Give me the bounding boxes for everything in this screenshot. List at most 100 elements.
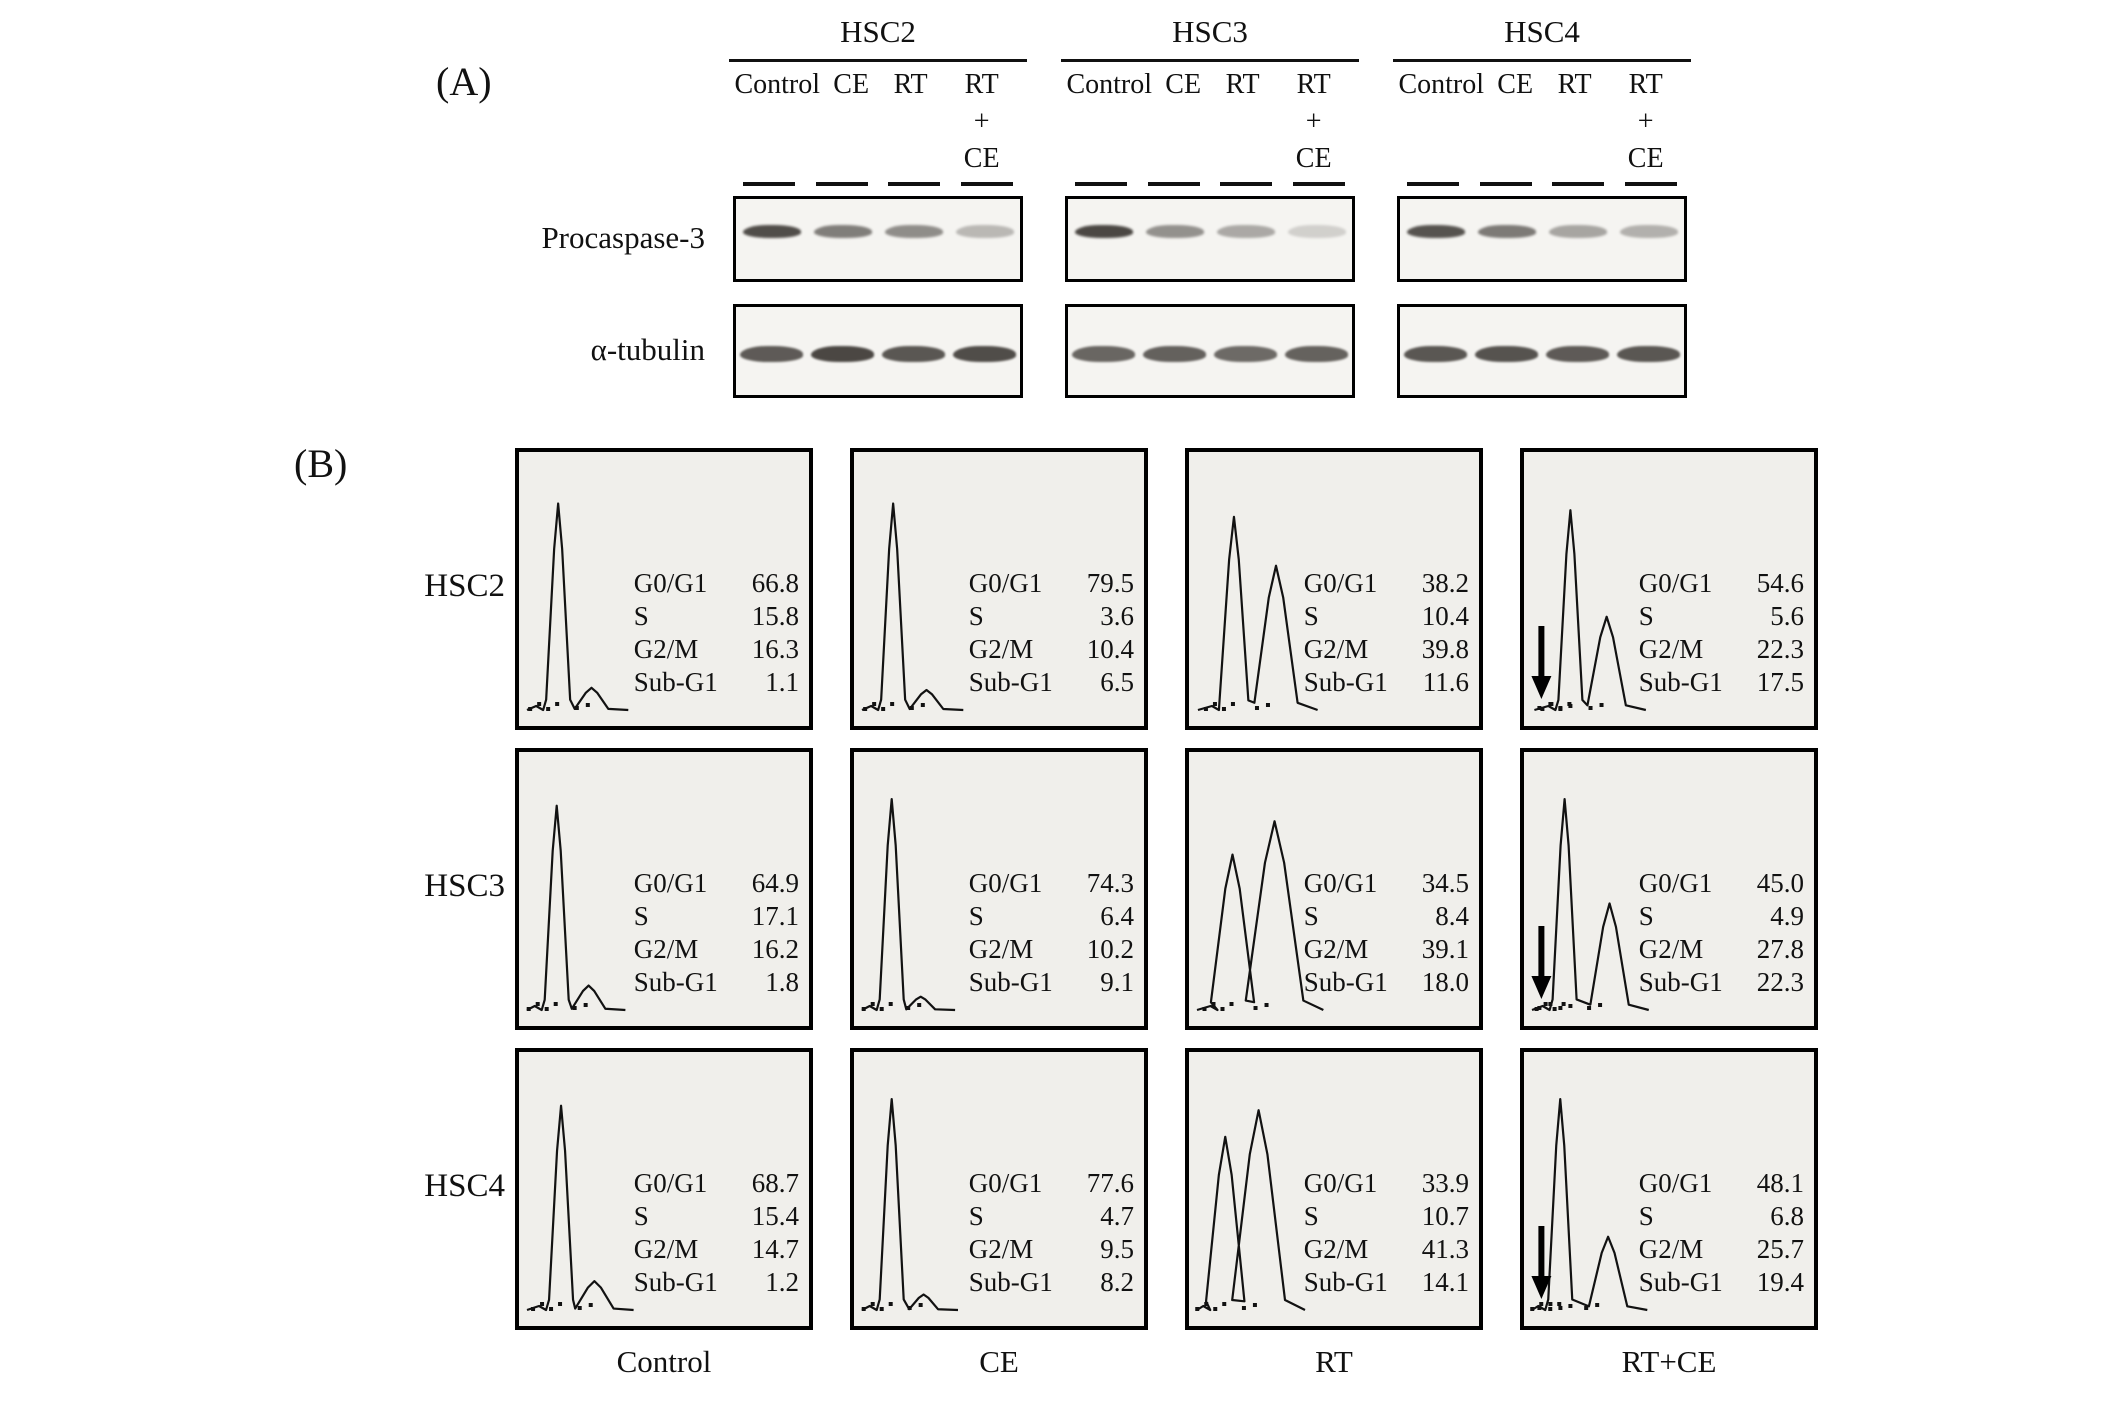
cell-line-underline [1061, 59, 1359, 62]
dna-histogram-trace [1531, 509, 1647, 712]
stat-line: Sub-G1 22.3 [1639, 966, 1804, 999]
stat-label: G0/G1 [1638, 1168, 1713, 1199]
tubulin-row-label: α-tubulin [590, 332, 705, 367]
panel-b-label: (B) [294, 441, 348, 486]
stat-value: 48.1 [1756, 1168, 1804, 1199]
protein-band [811, 346, 874, 362]
dna-histogram-trace [1195, 1109, 1306, 1312]
lane-label: Control [1398, 69, 1484, 100]
stat-label: Sub-G1 [1303, 667, 1388, 698]
stat-label: S [968, 1201, 984, 1232]
protein-band [955, 224, 1014, 238]
lane-label: RT [1557, 69, 1592, 100]
stat-line: G2/M 10.4 [969, 633, 1134, 666]
lane-label: RT+CE [1295, 69, 1332, 174]
lane-label: RT+CE [1627, 69, 1664, 174]
row-label-hsc3: HSC3 [424, 868, 505, 904]
condition-label-rt-ce: RT+CE [1621, 1344, 1717, 1379]
lane-dash [1552, 182, 1605, 186]
stat-value: 25.7 [1756, 1234, 1804, 1265]
stat-value: 8.2 [1100, 1267, 1134, 1298]
lane-dash [1292, 182, 1345, 186]
lane-dash [1624, 182, 1677, 186]
lane-dash [1220, 182, 1273, 186]
stat-value: 38.2 [1421, 568, 1469, 599]
stat-value: 1.8 [765, 967, 799, 998]
stat-label: Sub-G1 [1638, 667, 1723, 698]
stat-value: 16.3 [751, 634, 799, 665]
stat-label: Sub-G1 [633, 1267, 718, 1298]
stat-value: 68.7 [751, 1168, 799, 1199]
stat-label: Sub-G1 [1638, 967, 1723, 998]
tubulin-bands [1068, 307, 1352, 395]
cell-line-underline [1393, 59, 1691, 62]
stat-label: G2/M [1303, 934, 1369, 965]
condition-label-ce: CE [979, 1344, 1019, 1379]
stat-value: 79.5 [1086, 568, 1134, 599]
stat-value: 10.7 [1421, 1201, 1469, 1232]
dna-histogram-trace [526, 1104, 634, 1312]
stat-value: 16.2 [751, 934, 799, 965]
stat-label: S [1638, 601, 1654, 632]
stat-label: S [633, 1201, 649, 1232]
stat-value: 10.4 [1086, 634, 1134, 665]
procaspase-bands [1068, 199, 1352, 279]
lane-label: CE [833, 69, 870, 100]
stat-label: G2/M [968, 1234, 1034, 1265]
stat-label: G0/G1 [1638, 868, 1713, 899]
condition-label-rt: RT [1315, 1344, 1353, 1379]
stat-label: G2/M [1638, 1234, 1704, 1265]
lane-dash [1075, 182, 1128, 186]
dna-histogram-trace [861, 502, 964, 712]
stat-label: Sub-G1 [633, 667, 718, 698]
cell-line-underline [729, 59, 1027, 62]
stat-label: G0/G1 [968, 1168, 1043, 1199]
protein-band [1285, 346, 1348, 362]
stat-value: 22.3 [1756, 967, 1804, 998]
stat-label: Sub-G1 [968, 967, 1053, 998]
stat-value: 4.7 [1100, 1201, 1134, 1232]
protein-band [1074, 224, 1133, 238]
stat-value: 45.0 [1756, 868, 1804, 899]
lane-dash [1407, 182, 1460, 186]
stat-value: 34.5 [1421, 868, 1469, 899]
stat-label: G2/M [968, 634, 1034, 665]
protein-band [884, 224, 943, 238]
protein-band [1477, 224, 1536, 238]
cell-line-label: HSC3 [1172, 14, 1248, 49]
procaspase-bands [1400, 199, 1684, 279]
stat-value: 10.4 [1421, 601, 1469, 632]
stat-value: 39.1 [1421, 934, 1469, 965]
stat-label: G2/M [1303, 1234, 1369, 1265]
stat-label: G2/M [968, 934, 1034, 965]
stat-label: S [968, 601, 984, 632]
